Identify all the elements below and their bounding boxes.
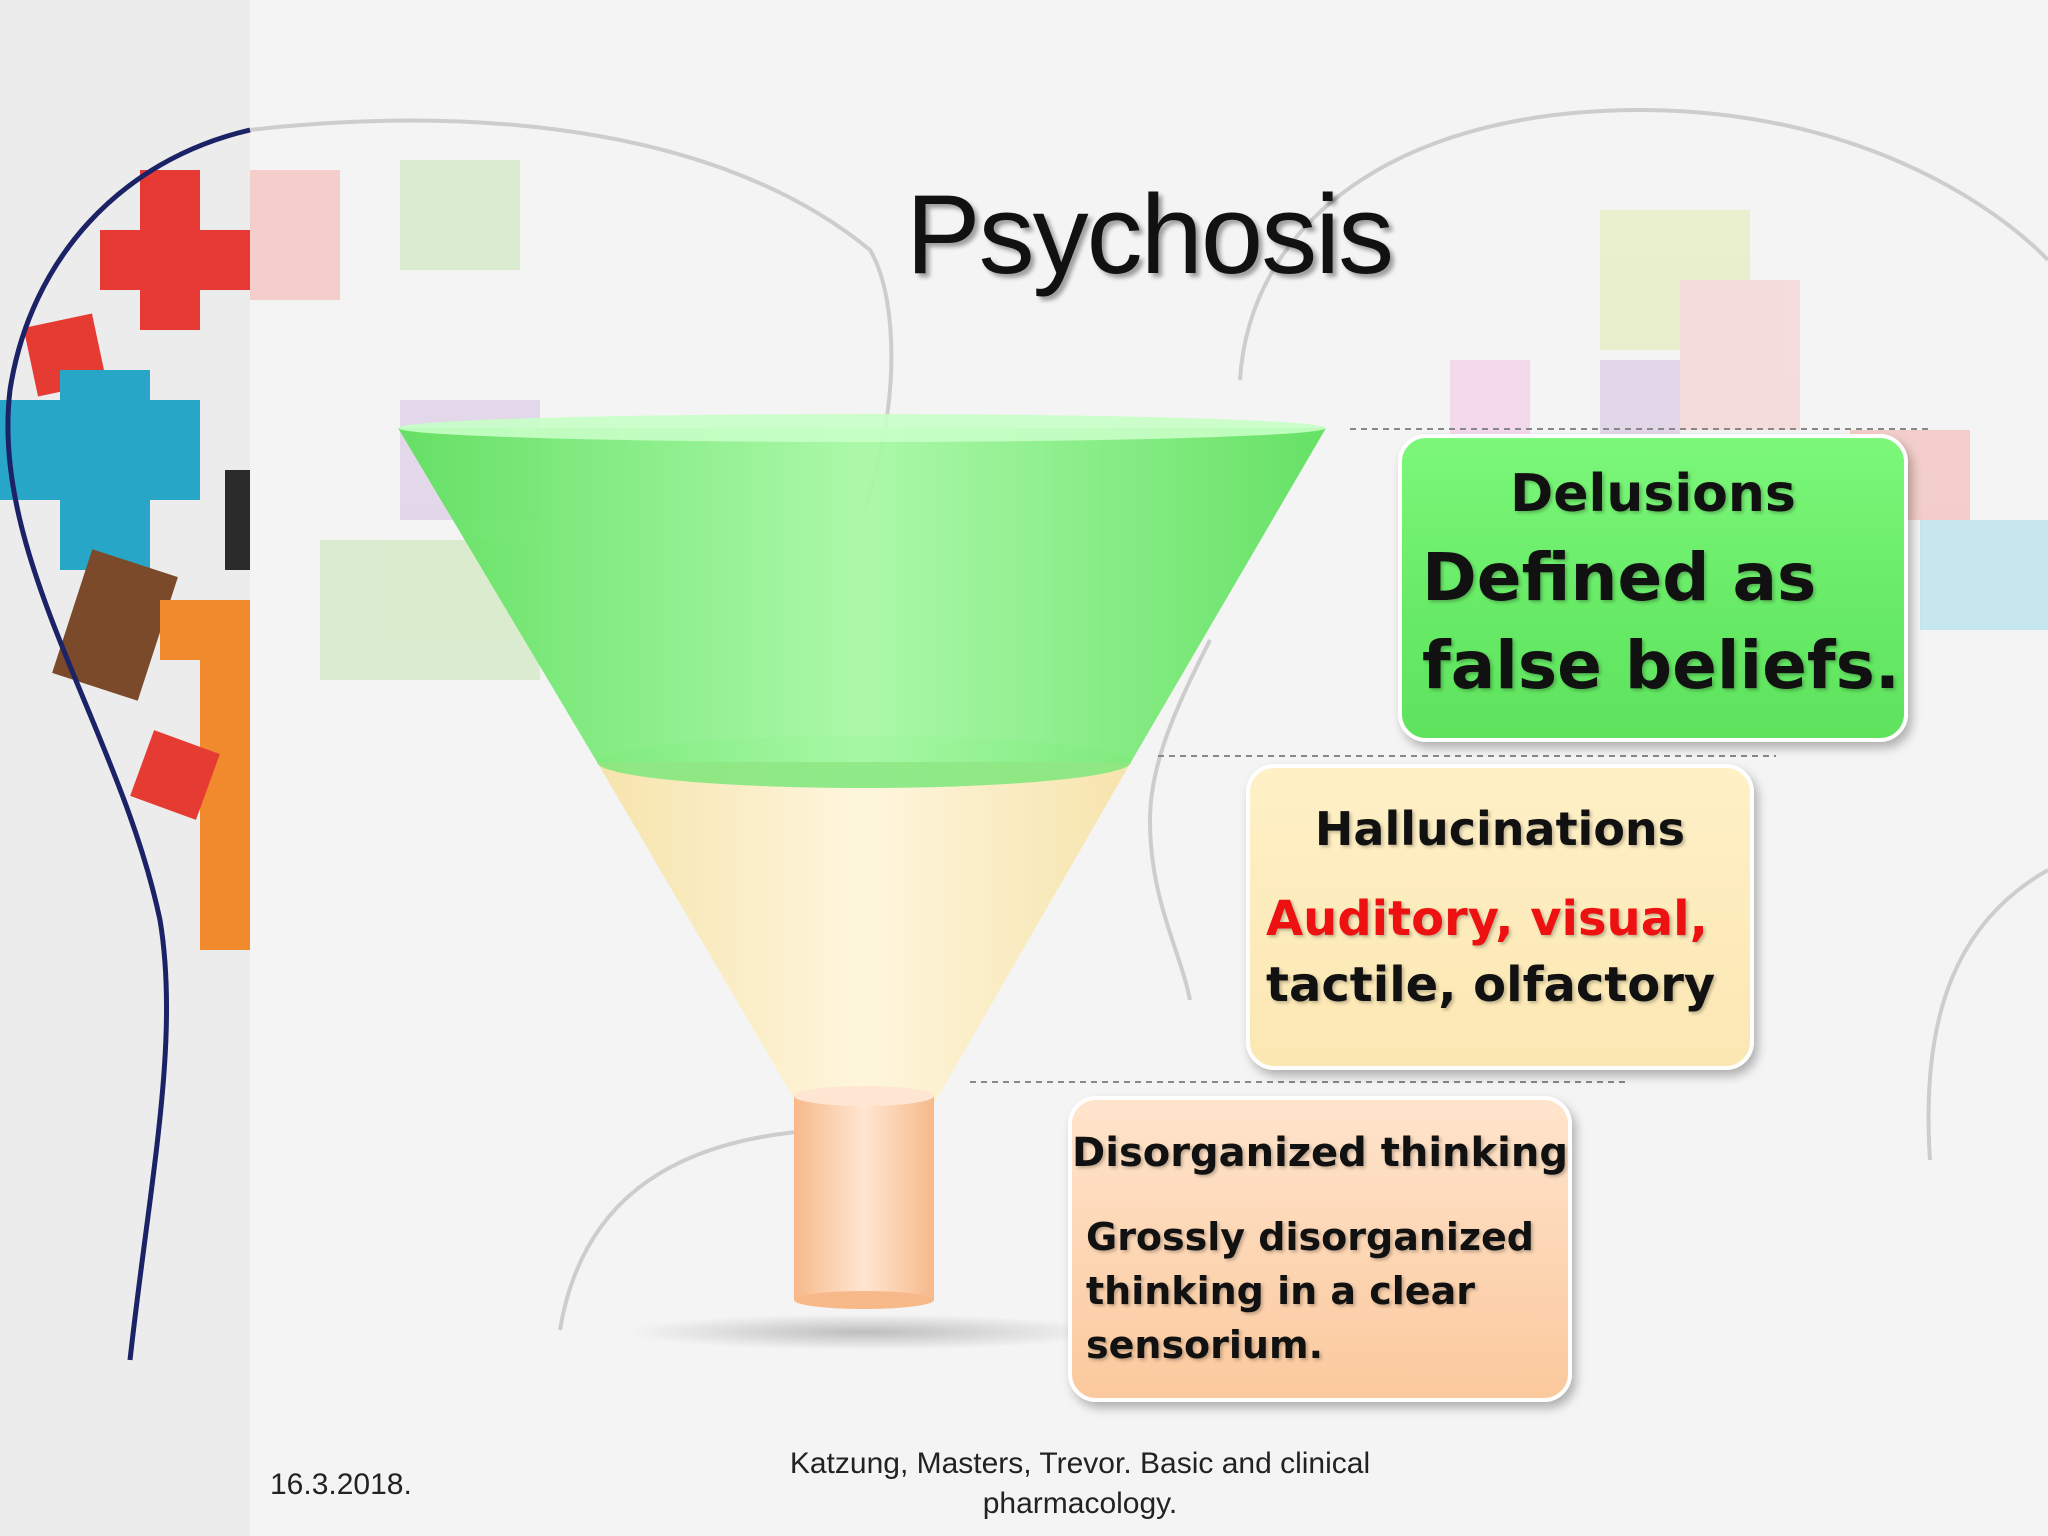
footer-reference-line: Katzung, Masters, Trevor. Basic and clin… bbox=[789, 1447, 1371, 1480]
footer-reference-line: pharmacology. bbox=[982, 1487, 1178, 1520]
dashed-guides bbox=[970, 428, 1930, 1083]
disorganized-body-line: Grossly disorganized bbox=[1086, 1215, 1535, 1259]
hallucinations-card: Hallucinations Auditory, visual, tactile… bbox=[1246, 764, 1754, 1070]
delusions-body-line: false beliefs. bbox=[1422, 627, 1900, 704]
disorganized-body-line: thinking in a clear bbox=[1086, 1269, 1475, 1313]
disorganized-heading: Disorganized thinking bbox=[1072, 1130, 1568, 1176]
disorganized-thinking-card: Disorganized thinking Grossly disorganiz… bbox=[1068, 1096, 1572, 1402]
slide-title: Psychosis bbox=[905, 172, 1394, 297]
hallucinations-body: Auditory, visual, tactile, olfactory bbox=[1266, 886, 1750, 1018]
delusions-heading: Delusions bbox=[1510, 464, 1796, 524]
hallucinations-highlight: Auditory, visual, bbox=[1266, 891, 1708, 947]
footer-reference: Katzung, Masters, Trevor. Basic and clin… bbox=[760, 1444, 1400, 1524]
head-outline-lines bbox=[249, 107, 2048, 1331]
delusions-body-line: Defined as bbox=[1422, 539, 1817, 616]
footer-date: 16.3.2018. bbox=[270, 1468, 412, 1501]
hallucinations-rest: tactile, olfactory bbox=[1266, 957, 1716, 1013]
delusions-card: Delusions Defined as false beliefs. bbox=[1398, 434, 1908, 742]
puzzle-photo-strip bbox=[0, 0, 250, 1536]
funnel-graphic bbox=[398, 414, 1326, 1350]
head-outline-dark bbox=[5, 127, 251, 1361]
disorganized-body-line: sensorium. bbox=[1086, 1323, 1324, 1367]
delusions-body: Defined as false beliefs. bbox=[1422, 534, 1904, 710]
hallucinations-heading: Hallucinations bbox=[1314, 802, 1686, 856]
disorganized-body: Grossly disorganized thinking in a clear… bbox=[1086, 1210, 1568, 1372]
